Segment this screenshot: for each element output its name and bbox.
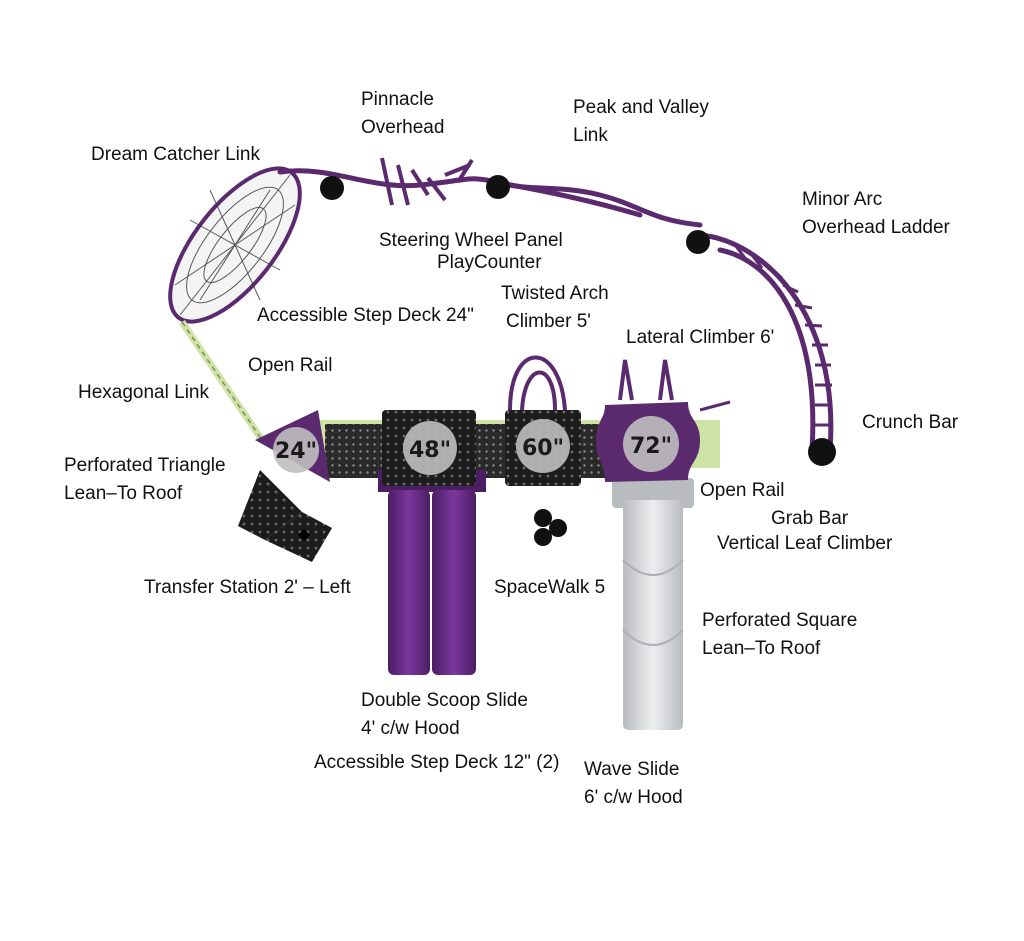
deck-72-badge bbox=[623, 416, 679, 472]
label-dream-catcher-link: Dream Catcher Link bbox=[91, 144, 260, 165]
label-hexagonal-link: Hexagonal Link bbox=[78, 382, 209, 403]
step-deck-12-a bbox=[475, 424, 507, 478]
label-vertical-leaf-climber: Vertical Leaf Climber bbox=[717, 533, 893, 554]
label-steering-wheel-panel: Steering Wheel Panel PlayCounter bbox=[379, 230, 563, 273]
label-lateral-climber: Lateral Climber 6' bbox=[626, 327, 775, 348]
step-deck-24 bbox=[325, 424, 383, 478]
label-accessible-step-deck-12: Accessible Step Deck 12" (2) bbox=[314, 752, 560, 773]
vertical-leaf-climber bbox=[618, 359, 674, 401]
pinnacle-overhead-bars bbox=[380, 157, 474, 206]
deck-48-badge bbox=[403, 421, 457, 475]
twisted-arch-climber bbox=[508, 355, 567, 411]
label-accessible-step-deck-24: Accessible Step Deck 24" bbox=[257, 305, 474, 326]
grab-bar bbox=[699, 400, 731, 412]
hexagonal-link bbox=[179, 320, 265, 442]
label-open-rail-left: Open Rail bbox=[248, 355, 333, 376]
deck-60-height: 60" bbox=[522, 436, 564, 461]
wave-slide bbox=[612, 478, 694, 730]
post-footings bbox=[320, 175, 836, 546]
label-grab-bar: Grab Bar bbox=[771, 508, 849, 529]
deck-60-badge bbox=[516, 419, 570, 473]
transfer-station bbox=[238, 470, 332, 562]
label-open-rail-right: Open Rail bbox=[700, 480, 785, 501]
deck-72-height: 72" bbox=[630, 434, 672, 459]
label-crunch-bar: Crunch Bar bbox=[862, 412, 959, 433]
minor-arc-ladder-rungs bbox=[733, 244, 832, 427]
deck-48-height: 48" bbox=[409, 438, 451, 463]
label-spacewalk: SpaceWalk 5 bbox=[494, 577, 606, 598]
deck-24-height: 24" bbox=[275, 439, 317, 464]
deck-24-badge bbox=[273, 427, 319, 473]
double-scoop-slide bbox=[378, 470, 486, 675]
label-transfer-station: Transfer Station 2' – Left bbox=[144, 577, 351, 598]
